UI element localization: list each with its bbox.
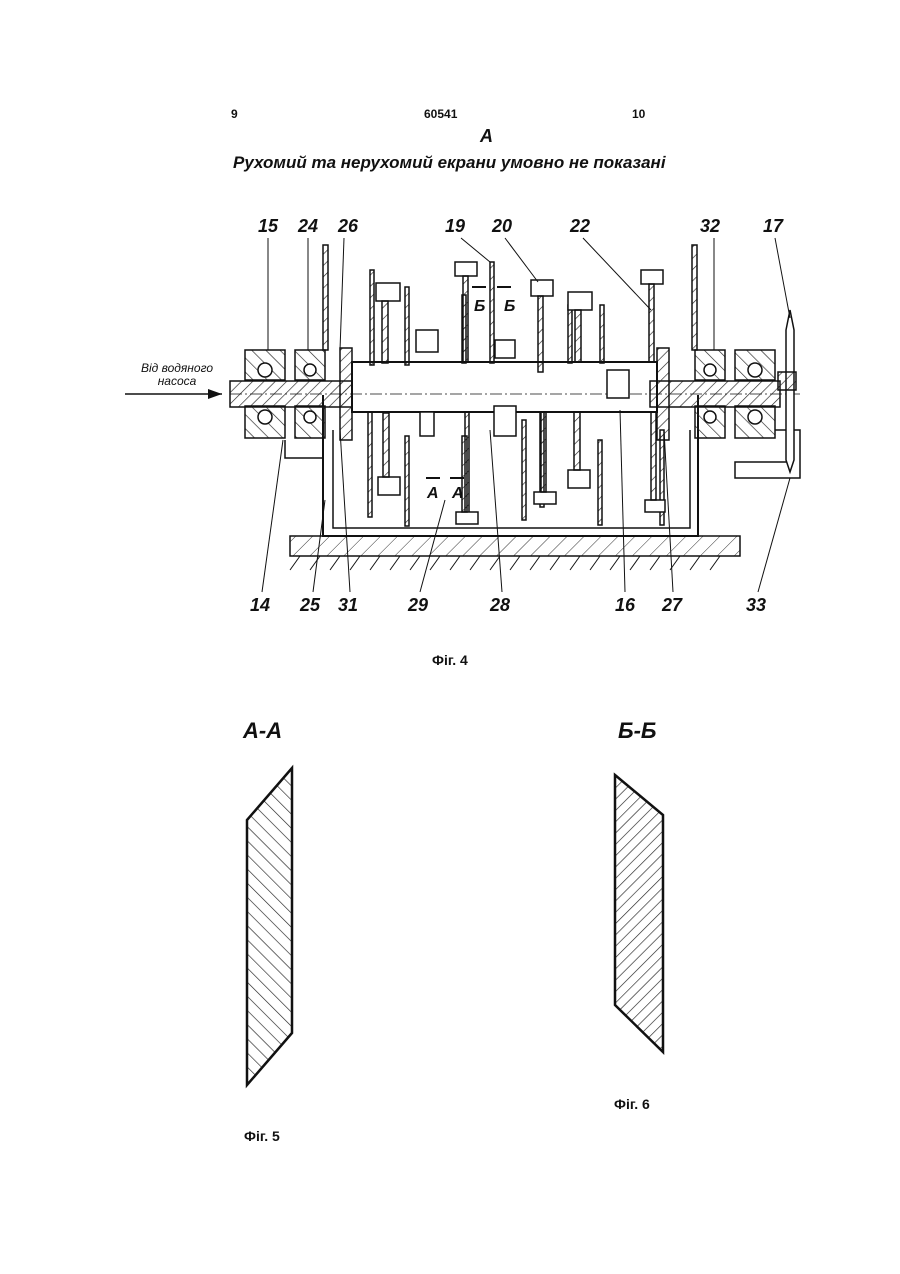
fig6-caption: Фіг. 6 bbox=[614, 1096, 650, 1112]
